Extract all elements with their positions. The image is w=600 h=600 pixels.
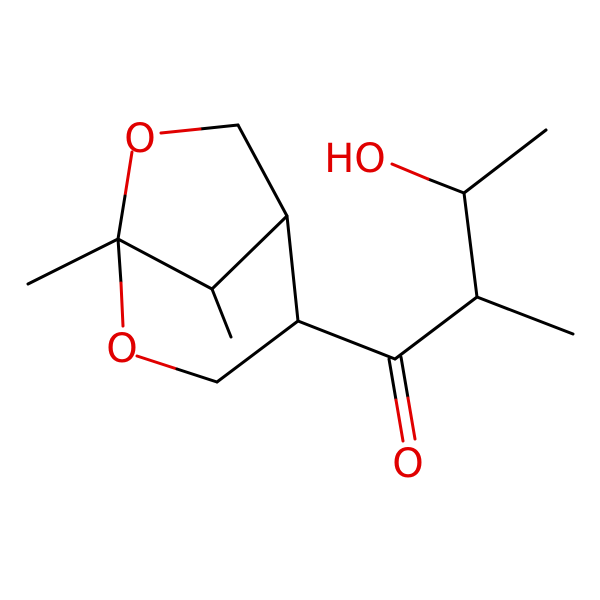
bond-ch2-o-top (198, 123, 240, 131)
bond-choh-oh (426, 177, 466, 195)
bond-acetal-o-bottom-red (119, 281, 125, 328)
bond-acetal-o-bottom (116, 237, 123, 285)
bond-ch-methyl-right (475, 295, 575, 336)
bond-o-top-acetal-red (123, 150, 134, 198)
oxygen-atom-carbonyl: O (392, 441, 423, 487)
bond-o-bottom-ch2 (175, 367, 219, 384)
bond-ch2-ring-ch (215, 319, 300, 384)
bond-acetal-ch (116, 237, 214, 291)
bond-bridgehead-ring-ch (285, 214, 300, 323)
hydroxyl-group-label: HO (324, 136, 386, 182)
bond-carbonyl-double-a (387, 357, 398, 402)
bond-carbonyl-double-b-red (406, 396, 417, 441)
bond-ch-bridgehead (210, 214, 289, 291)
ring-bonds (26, 123, 300, 384)
atom-labels: O O O HO (106, 116, 423, 487)
bond-carbonyl-double-b (399, 355, 410, 400)
oxygen-atom-top: O (124, 116, 155, 162)
bond-o-top-acetal (116, 194, 127, 241)
bond-carbonyl-double-a-red (394, 398, 405, 443)
bond-ring-ch-carbonyl (296, 319, 397, 361)
bond-ch2-bridgehead (236, 123, 289, 218)
bond-choh-methyl (462, 128, 548, 195)
bond-carbonyl-ch (393, 295, 479, 361)
bond-choh-oh-red (390, 162, 430, 181)
bond-ch-methyl (210, 287, 233, 339)
bond-o-top-ch2-red (159, 127, 202, 135)
side-chain-bonds (296, 128, 575, 443)
oxygen-atom-bottom: O (106, 326, 137, 372)
bond-o-bottom-ch2-red (135, 354, 179, 371)
bond-ch-choh (462, 191, 479, 299)
bond-acetal-methyl (26, 237, 120, 286)
